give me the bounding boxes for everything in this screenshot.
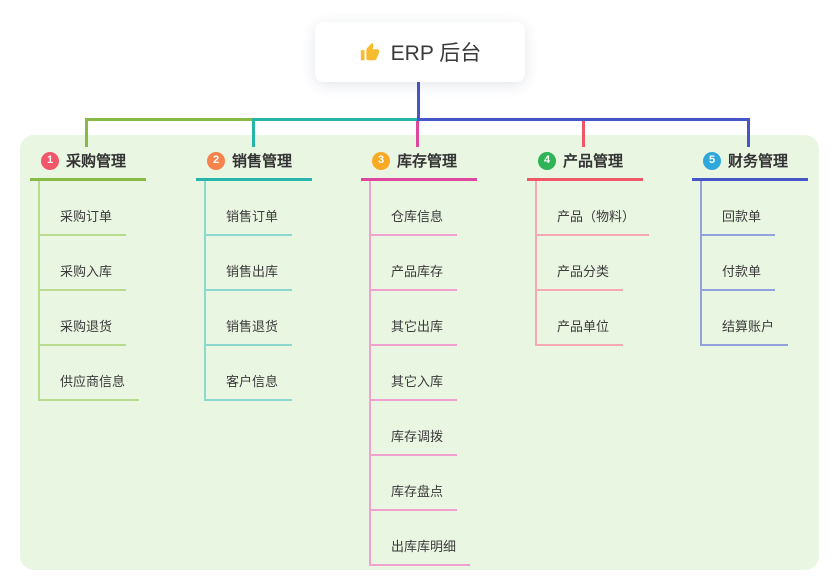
branch-product: 4 产品管理 产品（物料） 产品分类 产品单位: [527, 146, 677, 346]
child-node[interactable]: 销售出库: [206, 236, 293, 291]
root-label: ERP 后台: [390, 42, 482, 65]
child-node[interactable]: 其它入库: [371, 346, 458, 401]
branch-children: 产品（物料） 产品分类 产品单位: [535, 181, 677, 346]
child-node[interactable]: 采购订单: [40, 181, 127, 236]
child-node[interactable]: 产品分类: [537, 236, 624, 291]
child-node[interactable]: 付款单: [702, 236, 776, 291]
mindmap-panel: [20, 135, 819, 570]
branch-label: 库存管理: [397, 153, 458, 170]
child-node[interactable]: 供应商信息: [40, 346, 140, 401]
branch-purchase: 1 采购管理 采购订单 采购入库 采购退货 供应商信息: [30, 146, 180, 401]
root-node[interactable]: ERP 后台: [315, 22, 525, 82]
branch-label: 产品管理: [563, 153, 624, 170]
branch-label: 采购管理: [66, 153, 127, 170]
branch-children: 采购订单 采购入库 采购退货 供应商信息: [38, 181, 180, 401]
connector-horizontal-blue: [417, 118, 750, 121]
branch-children: 回款单 付款单 结算账户: [700, 181, 839, 346]
branch-inventory: 3 库存管理 仓库信息 产品库存 其它出库 其它入库 库存调拨 库存盘点 出库库…: [361, 146, 511, 566]
branch-children: 销售订单 销售出库 销售退货 客户信息: [204, 181, 346, 401]
branch-header-sales[interactable]: 2 销售管理: [196, 146, 312, 181]
branch-label: 销售管理: [232, 153, 293, 170]
child-node[interactable]: 产品单位: [537, 291, 624, 346]
branch-header-inventory[interactable]: 3 库存管理: [361, 146, 477, 181]
connector-drop-product: [582, 121, 585, 147]
branch-number-badge: 2: [207, 151, 225, 170]
branch-label: 财务管理: [728, 153, 789, 170]
branch-header-finance[interactable]: 5 财务管理: [692, 146, 808, 181]
child-node[interactable]: 其它出库: [371, 291, 458, 346]
connector-root-vertical: [417, 82, 420, 118]
child-node[interactable]: 客户信息: [206, 346, 293, 401]
child-node[interactable]: 采购入库: [40, 236, 127, 291]
child-node[interactable]: 采购退货: [40, 291, 127, 346]
child-node[interactable]: 结算账户: [702, 291, 789, 346]
connector-horizontal-teal: [252, 118, 418, 121]
child-node[interactable]: 出库库明细: [371, 511, 471, 566]
child-node[interactable]: 销售订单: [206, 181, 293, 236]
child-node[interactable]: 库存盘点: [371, 456, 458, 511]
child-node[interactable]: 库存调拨: [371, 401, 458, 456]
branch-header-product[interactable]: 4 产品管理: [527, 146, 643, 181]
branch-finance: 5 财务管理 回款单 付款单 结算账户: [692, 146, 839, 346]
connector-drop-inventory: [416, 121, 419, 147]
connector-drop-purchase: [85, 118, 88, 147]
branch-sales: 2 销售管理 销售订单 销售出库 销售退货 客户信息: [196, 146, 346, 401]
branch-number-badge: 5: [703, 151, 721, 170]
branch-number-badge: 3: [372, 151, 390, 170]
child-node[interactable]: 产品（物料）: [537, 181, 650, 236]
branch-number-badge: 4: [538, 151, 556, 170]
child-node[interactable]: 产品库存: [371, 236, 458, 291]
connector-horizontal-green: [85, 118, 255, 121]
branch-children: 仓库信息 产品库存 其它出库 其它入库 库存调拨 库存盘点 出库库明细: [369, 181, 511, 566]
connector-drop-sales: [252, 118, 255, 147]
branch-header-purchase[interactable]: 1 采购管理: [30, 146, 146, 181]
child-node[interactable]: 回款单: [702, 181, 776, 236]
thumbs-up-icon: [359, 41, 381, 63]
connector-drop-finance: [747, 118, 750, 147]
child-node[interactable]: 销售退货: [206, 291, 293, 346]
child-node[interactable]: 仓库信息: [371, 181, 458, 236]
branch-number-badge: 1: [41, 151, 59, 170]
